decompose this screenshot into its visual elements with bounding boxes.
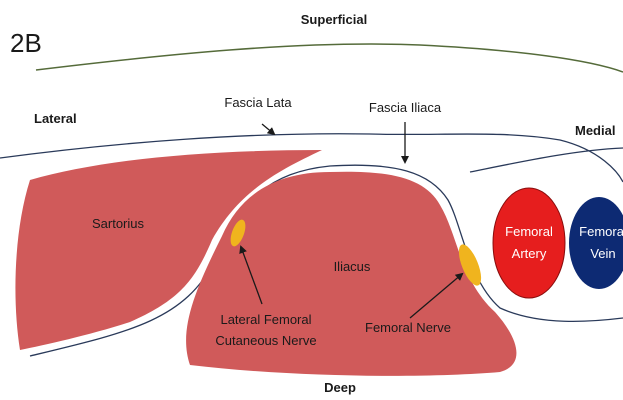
iliacus-label: Iliacus [334,259,371,274]
superficial-label: Superficial [301,12,367,27]
lfcn-label-line1: Lateral Femoral [220,312,311,327]
artery-label-line2: Artery [512,246,547,261]
femoral-artery [493,188,565,298]
vein-label-line2: Vein [590,246,615,261]
deep-label: Deep [324,380,356,395]
femoral-vein [569,197,623,289]
lfcn-label-line2: Cutaneous Nerve [215,333,316,348]
femoral-nerve-label: Femoral Nerve [365,320,451,335]
lateral-label: Lateral [34,111,77,126]
fascia-iliaca-label: Fascia Iliaca [369,100,442,115]
fascia-line-medial [470,148,623,172]
skin-line [36,44,623,72]
fascia-lata-label: Fascia Lata [224,95,292,110]
medial-label: Medial [575,123,615,138]
artery-label-line1: Femoral [505,224,553,239]
figure-label: 2B [10,28,42,58]
vein-label-line1: Femoral [579,224,623,239]
fascia-lata-arrow [262,124,274,134]
sartorius-label: Sartorius [92,216,145,231]
